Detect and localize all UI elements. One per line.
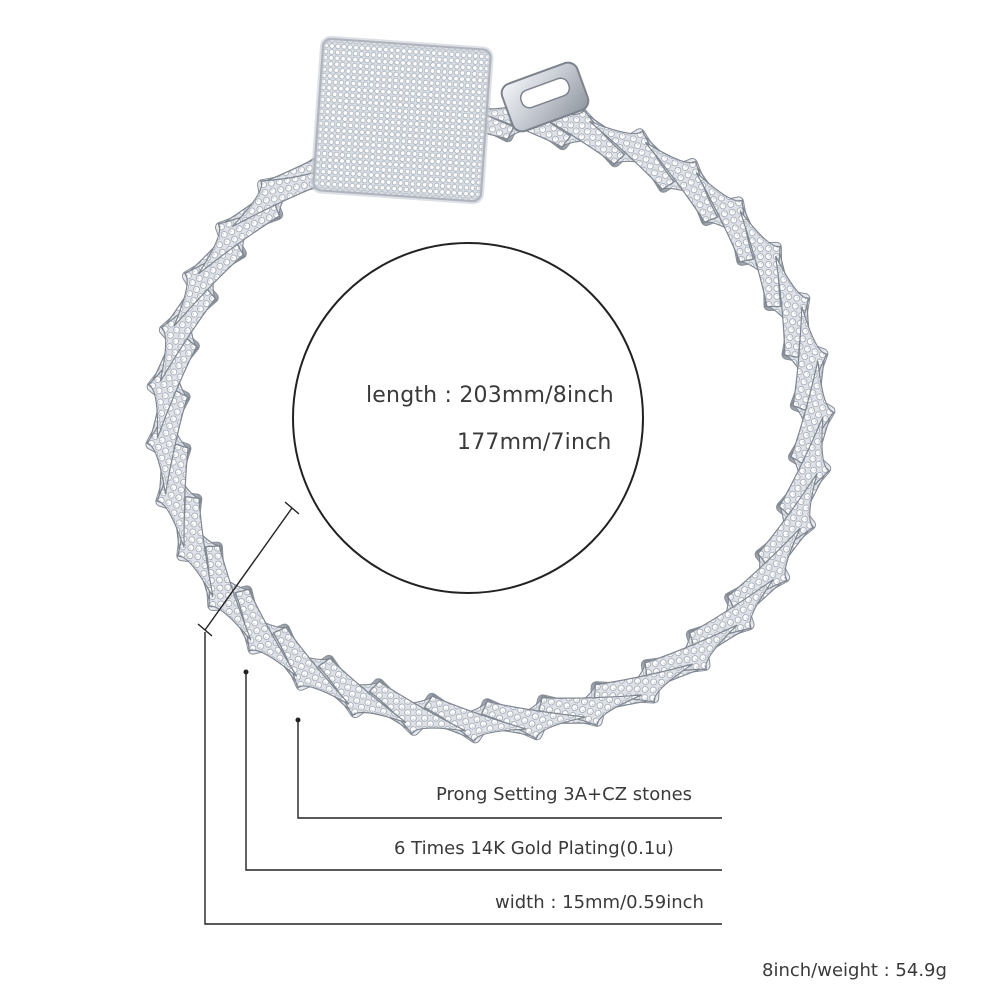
length-label: length : 203mm/8inch — [366, 383, 614, 408]
callout-lines — [197, 501, 722, 925]
clasp-box — [310, 35, 494, 205]
length-alt-label: 177mm/7inch — [457, 430, 612, 455]
plating-spec-label: 6 Times 14K Gold Plating(0.1u) — [394, 838, 674, 859]
stone-spec-label: Prong Setting 3A+CZ stones — [436, 784, 693, 805]
weight-spec-label: 8inch/weight : 54.9g — [762, 960, 947, 981]
clasp-tongue — [500, 61, 590, 133]
bracelet-link — [751, 473, 818, 611]
width-spec-label: width : 15mm/0.59inch — [495, 892, 704, 913]
info-circle — [292, 242, 644, 594]
